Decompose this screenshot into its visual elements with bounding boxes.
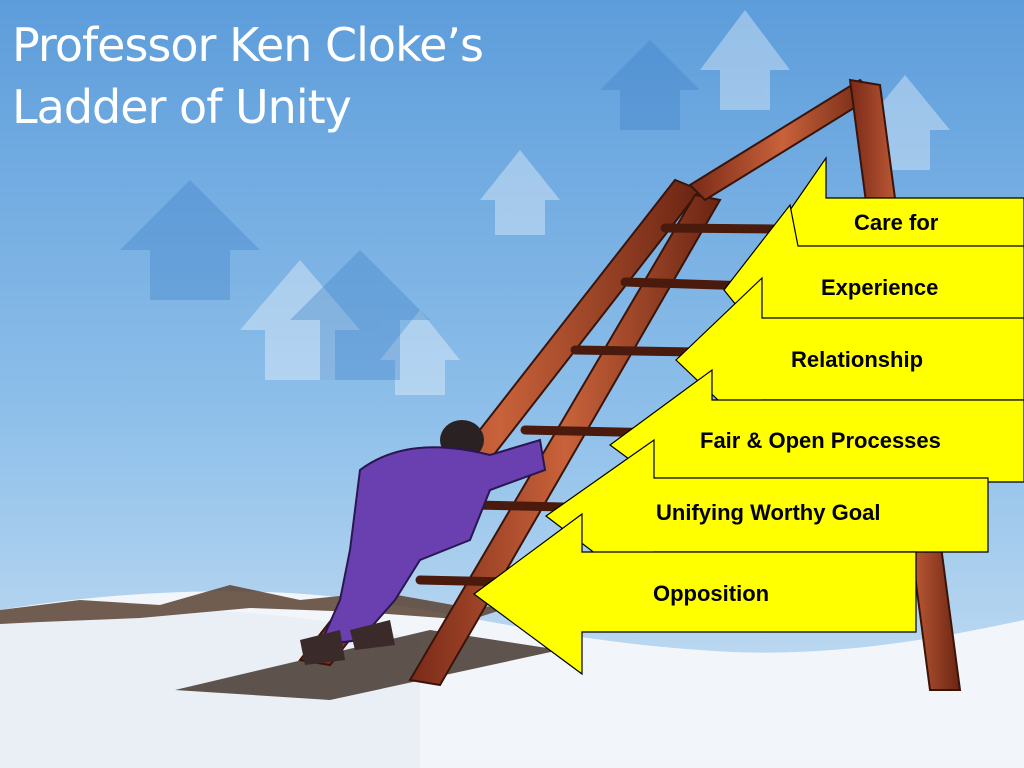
step-label-relationship: Relationship — [791, 347, 924, 372]
step-label-opposition: Opposition — [653, 581, 770, 606]
slide-title: Professor Ken Cloke’s Ladder of Unity — [12, 14, 484, 138]
step-label-unifying-goal: Unifying Worthy Goal — [656, 500, 881, 525]
step-label-care: Care for — [854, 210, 939, 235]
step-label-experience: Experience — [821, 275, 939, 300]
climber-illustration — [300, 420, 547, 665]
title-line-2: Ladder of Unity — [12, 80, 352, 134]
title-line-1: Professor Ken Cloke’s — [12, 18, 484, 72]
step-label-fair-open: Fair & Open Processes — [700, 428, 941, 453]
arrow-step-opposition — [472, 512, 917, 676]
